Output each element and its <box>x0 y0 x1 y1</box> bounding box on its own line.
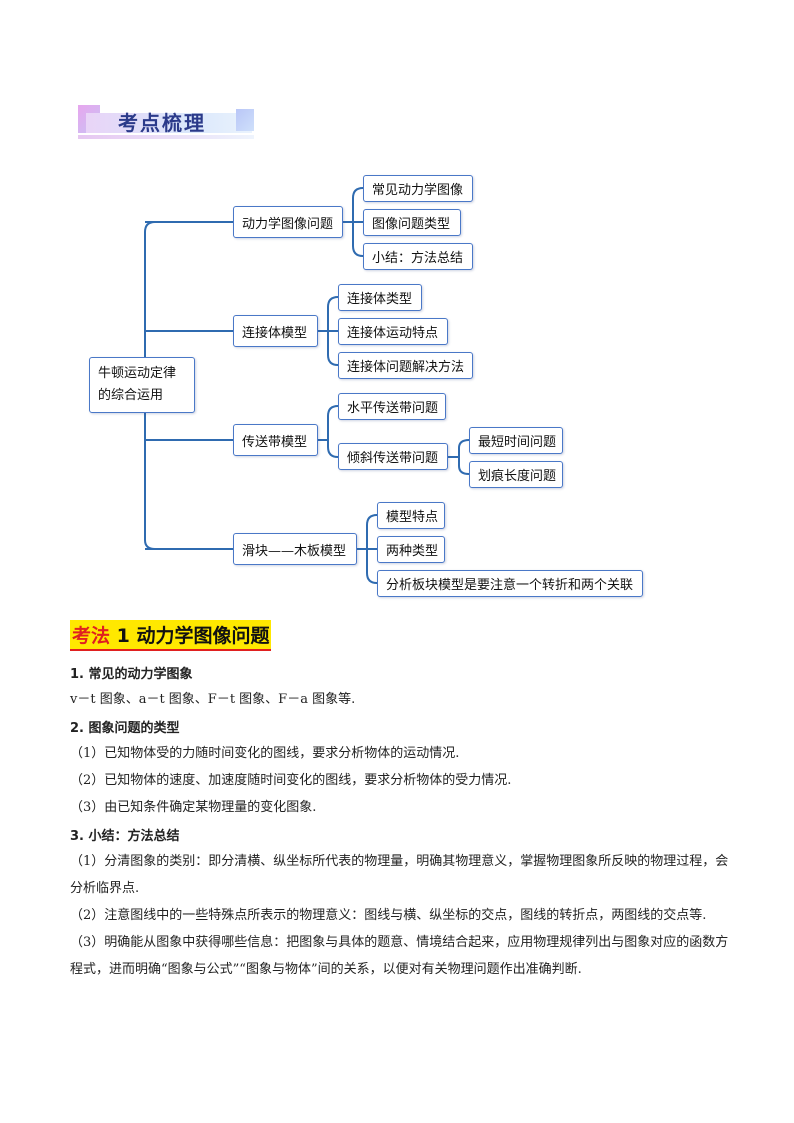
list-item: （3）由已知条件确定某物理量的变化图象. <box>70 800 317 815</box>
connector-b4-children <box>357 514 378 584</box>
mindmap-branch-2: 连接体模型 <box>233 315 318 347</box>
mind-map: 牛顿运动定律的综合运用 动力学图像问题 常见动力学图像 图像问题类型 小结：方法… <box>89 175 643 597</box>
mindmap-leaf-1-1: 常见动力学图像 <box>363 175 473 202</box>
mindmap-leaf-1-3: 小结：方法总结 <box>363 243 473 270</box>
mindmap-leaf-1-2: 图像问题类型 <box>363 209 461 236</box>
mindmap-leaf-2-2: 连接体运动特点 <box>338 318 448 345</box>
banner-underline <box>78 135 254 139</box>
section-title-number: 1 <box>110 625 137 647</box>
heading-3: 3. 小结：方法总结 <box>70 829 180 844</box>
banner-decoration-right <box>236 109 254 131</box>
connector-b3-grandchildren <box>448 439 470 475</box>
connector-b1-children <box>343 187 364 257</box>
section-banner: 考点梳理 <box>78 103 258 141</box>
connector-b2-children <box>318 296 339 366</box>
connector-b3-children <box>318 405 339 458</box>
mindmap-leaf-4-1: 模型特点 <box>377 502 445 529</box>
mindmap-leaf-4-3: 分析板块模型是要注意一个转折和两个关联 <box>377 570 643 597</box>
mindmap-leaf-3-2-1: 最短时间问题 <box>469 427 563 454</box>
section-content: 考法 1 动力学图像问题 1. 常见的动力学图象 v－t 图象、a－t 图象、F… <box>70 620 730 983</box>
mindmap-leaf-4-2: 两种类型 <box>377 536 445 563</box>
section-title: 考法 1 动力学图像问题 <box>70 620 272 651</box>
section-title-prefix: 考法 <box>72 625 111 647</box>
list-item: （2）已知物体的速度、加速度随时间变化的图线，要求分析物体的受力情况. <box>70 773 512 788</box>
mindmap-branch-1: 动力学图像问题 <box>233 206 343 238</box>
paragraph-1: v－t 图象、a－t 图象、F－t 图象、F－a 图象等. <box>70 692 356 707</box>
list-item: （3）明确能从图象中获得哪些信息：把图象与具体的题意、情境结合起来，应用物理规律… <box>70 935 729 977</box>
mindmap-leaf-3-2: 倾斜传送带问题 <box>338 443 448 470</box>
list-item: （1）分清图象的类别：即分清横、纵坐标所代表的物理量，明确其物理意义，掌握物理图… <box>70 854 729 896</box>
banner-title: 考点梳理 <box>118 111 206 135</box>
list-item: （2）注意图线中的一些特殊点所表示的物理意义：图线与横、纵坐标的交点，图线的转折… <box>70 908 707 923</box>
list-item: （1）已知物体受的力随时间变化的图线，要求分析物体的运动情况. <box>70 746 460 761</box>
mindmap-leaf-2-3: 连接体问题解决方法 <box>338 352 473 379</box>
mindmap-branch-4: 滑块——木板模型 <box>233 533 357 565</box>
banner-band <box>86 113 252 133</box>
mindmap-branch-3: 传送带模型 <box>233 424 318 456</box>
heading-1: 1. 常见的动力学图象 <box>70 667 193 682</box>
mindmap-root: 牛顿运动定律的综合运用 <box>89 357 195 413</box>
heading-2: 2. 图象问题的类型 <box>70 721 180 736</box>
mindmap-leaf-3-1: 水平传送带问题 <box>338 393 446 420</box>
mindmap-leaf-3-2-2: 划痕长度问题 <box>469 461 563 488</box>
mindmap-leaf-2-1: 连接体类型 <box>338 284 422 311</box>
section-title-text: 动力学图像问题 <box>136 625 270 647</box>
